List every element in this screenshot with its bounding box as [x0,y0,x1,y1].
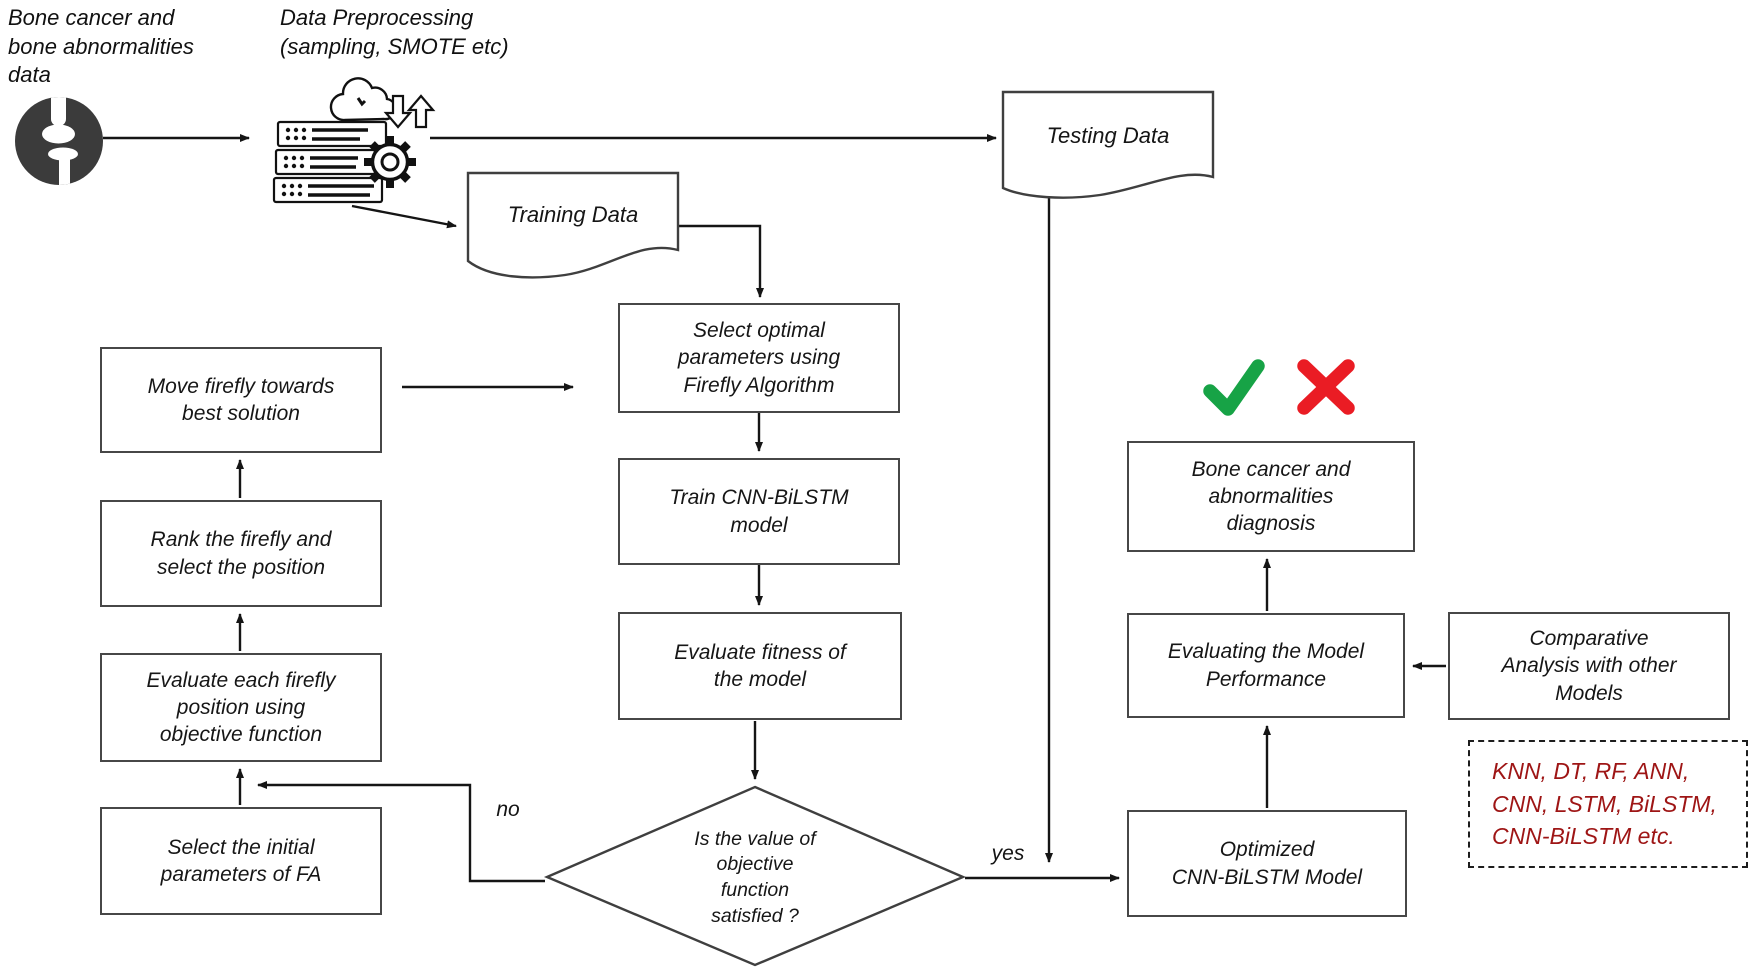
decision-question: Is the value of objective function satis… [694,827,816,927]
node-select-initial-parameters: Select the initial parameters of FA [100,807,382,915]
training-data-label: Training Data [507,202,639,227]
node-select-optimal-parameters: Select optimal parameters using Firefly … [618,303,900,413]
bone-joint-xray-icon [15,97,103,185]
node-evaluating-performance: Evaluating the Model Performance [1127,613,1405,718]
node-evaluate-each-firefly: Evaluate each firefly position using obj… [100,653,382,762]
preprocessing-title: Data Preprocessing (sampling, SMOTE etc) [280,5,509,59]
node-comparative-analysis: Comparative Analysis with other Models [1448,612,1730,720]
node-evaluate-fitness: Evaluate fitness of the model [618,612,902,720]
testing-data-label: Testing Data [1046,123,1170,148]
no-branch-label: no [496,798,520,821]
node-optimized-model: Optimized CNN-BiLSTM Model [1127,810,1407,917]
red-cross-icon [1297,359,1355,415]
arrow-decision-no-feedback [257,781,545,883]
node-move-firefly: Move firefly towards best solution [100,347,382,453]
node-diagnosis: Bone cancer and abnormalities diagnosis [1127,441,1415,552]
document-testing-data [1001,90,1215,199]
document-training-data [466,171,680,279]
arrow-preprocessing-to-training [351,204,457,229]
source-data-title: Bone cancer and bone abnormalities data [8,5,194,88]
arrow-training-to-select-optimal [678,224,764,298]
connector-arrows [103,134,1446,883]
other-models-list: KNN, DT, RF, ANN, CNN, LSTM, BiLSTM, CNN… [1468,740,1748,868]
node-rank-firefly: Rank the firefly and select the position [100,500,382,607]
servers-cloud-gear-icon [272,77,436,204]
yes-branch-label: yes [991,842,1025,865]
green-check-icon [1203,359,1265,416]
decision-diamond [543,785,967,967]
node-train-cnn-bilstm: Train CNN-BiLSTM model [618,458,900,565]
